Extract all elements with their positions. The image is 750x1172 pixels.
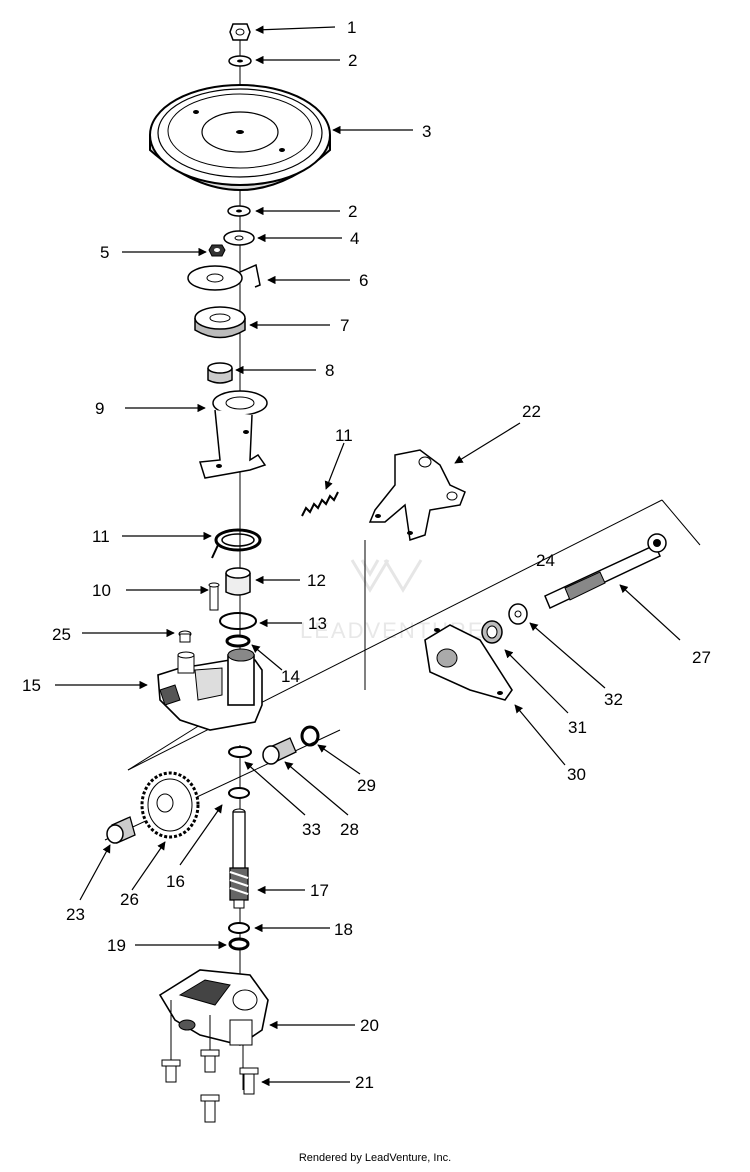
- part-21-bolts: [161, 1000, 259, 1123]
- callout-2-top: 2: [348, 51, 357, 70]
- callout-2-lower: 2: [348, 202, 357, 221]
- callout-21: 21: [355, 1073, 374, 1092]
- part-3-pulley: [149, 84, 331, 191]
- callout-20: 20: [360, 1016, 379, 1035]
- callout-26: 26: [120, 890, 139, 909]
- callout-22: 22: [522, 402, 541, 421]
- callout-12: 12: [307, 571, 326, 590]
- callout-9: 9: [95, 399, 104, 418]
- part-17-worm-shaft: [229, 808, 249, 909]
- part-15-housing: [157, 648, 263, 731]
- footer-credit: Rendered by LeadVenture, Inc.: [298, 1152, 452, 1164]
- callout-29: 29: [357, 776, 376, 795]
- part-22-bracket: [368, 449, 466, 541]
- callout-32: 32: [604, 690, 623, 709]
- part-13-ring: [219, 612, 257, 630]
- callout-10: 10: [92, 581, 111, 600]
- part-5-nut: [208, 244, 226, 257]
- part-25-plug: [178, 630, 192, 643]
- part-1-nut: [229, 23, 251, 41]
- callout-13: 13: [308, 614, 327, 633]
- callout-27: 27: [692, 648, 711, 667]
- callout-25: 25: [52, 625, 71, 644]
- part-30-plate: [424, 624, 513, 701]
- part-14-ring: [225, 634, 251, 648]
- callout-11-top: 11: [335, 426, 353, 445]
- part-2-washer-top: [228, 55, 252, 67]
- part-2-washer-lower: [227, 205, 251, 217]
- callout-30: 30: [567, 765, 586, 784]
- callout-5: 5: [100, 243, 109, 262]
- part-6-bracket: [187, 263, 261, 291]
- part-9-arm-bracket: [199, 390, 268, 479]
- callout-33: 33: [302, 820, 321, 839]
- callout-17: 17: [310, 881, 329, 900]
- callout-31: 31: [568, 718, 587, 737]
- part-18-washer: [228, 922, 250, 934]
- part-29-ring: [300, 725, 320, 747]
- part-20-lower-housing: [158, 969, 269, 1046]
- part-11-torsion-spring: [211, 528, 262, 559]
- callout-6: 6: [359, 271, 368, 290]
- callout-23: 23: [66, 905, 85, 924]
- part-10-pin: [208, 582, 220, 611]
- part-7-bearing: [194, 306, 246, 339]
- part-27-shaft: [544, 533, 667, 610]
- part-33-washer: [228, 746, 252, 758]
- callout-14: 14: [281, 667, 300, 686]
- part-28-bushing: [262, 737, 297, 765]
- part-4-washer: [223, 230, 255, 246]
- part-12-sleeve: [225, 567, 251, 596]
- part-31-bushing: [481, 620, 503, 644]
- part-26-gear: [140, 771, 200, 839]
- callout-24: 24: [536, 551, 555, 570]
- callout-15: 15: [22, 676, 41, 695]
- callout-7: 7: [340, 316, 349, 335]
- part-8-bushing: [207, 362, 233, 384]
- callout-8: 8: [325, 361, 334, 380]
- callout-1: 1: [347, 18, 356, 37]
- callout-28: 28: [340, 820, 359, 839]
- part-23-bushing: [106, 816, 136, 844]
- callout-19: 19: [107, 936, 126, 955]
- part-11-spring-small: [301, 491, 339, 517]
- callout-11-lower: 11: [92, 527, 110, 546]
- part-19-washer: [228, 937, 250, 951]
- callout-18: 18: [334, 920, 353, 939]
- callout-16: 16: [166, 872, 185, 891]
- part-16-washer: [228, 787, 250, 799]
- callout-labels: 1 2 3 2 4 5 6 7 8 9 11 22 11 24 10 12 25…: [22, 18, 711, 1092]
- leader-lines: [55, 25, 681, 1087]
- part-32-washer: [508, 603, 528, 625]
- callout-3: 3: [422, 122, 431, 141]
- callout-4: 4: [350, 229, 359, 248]
